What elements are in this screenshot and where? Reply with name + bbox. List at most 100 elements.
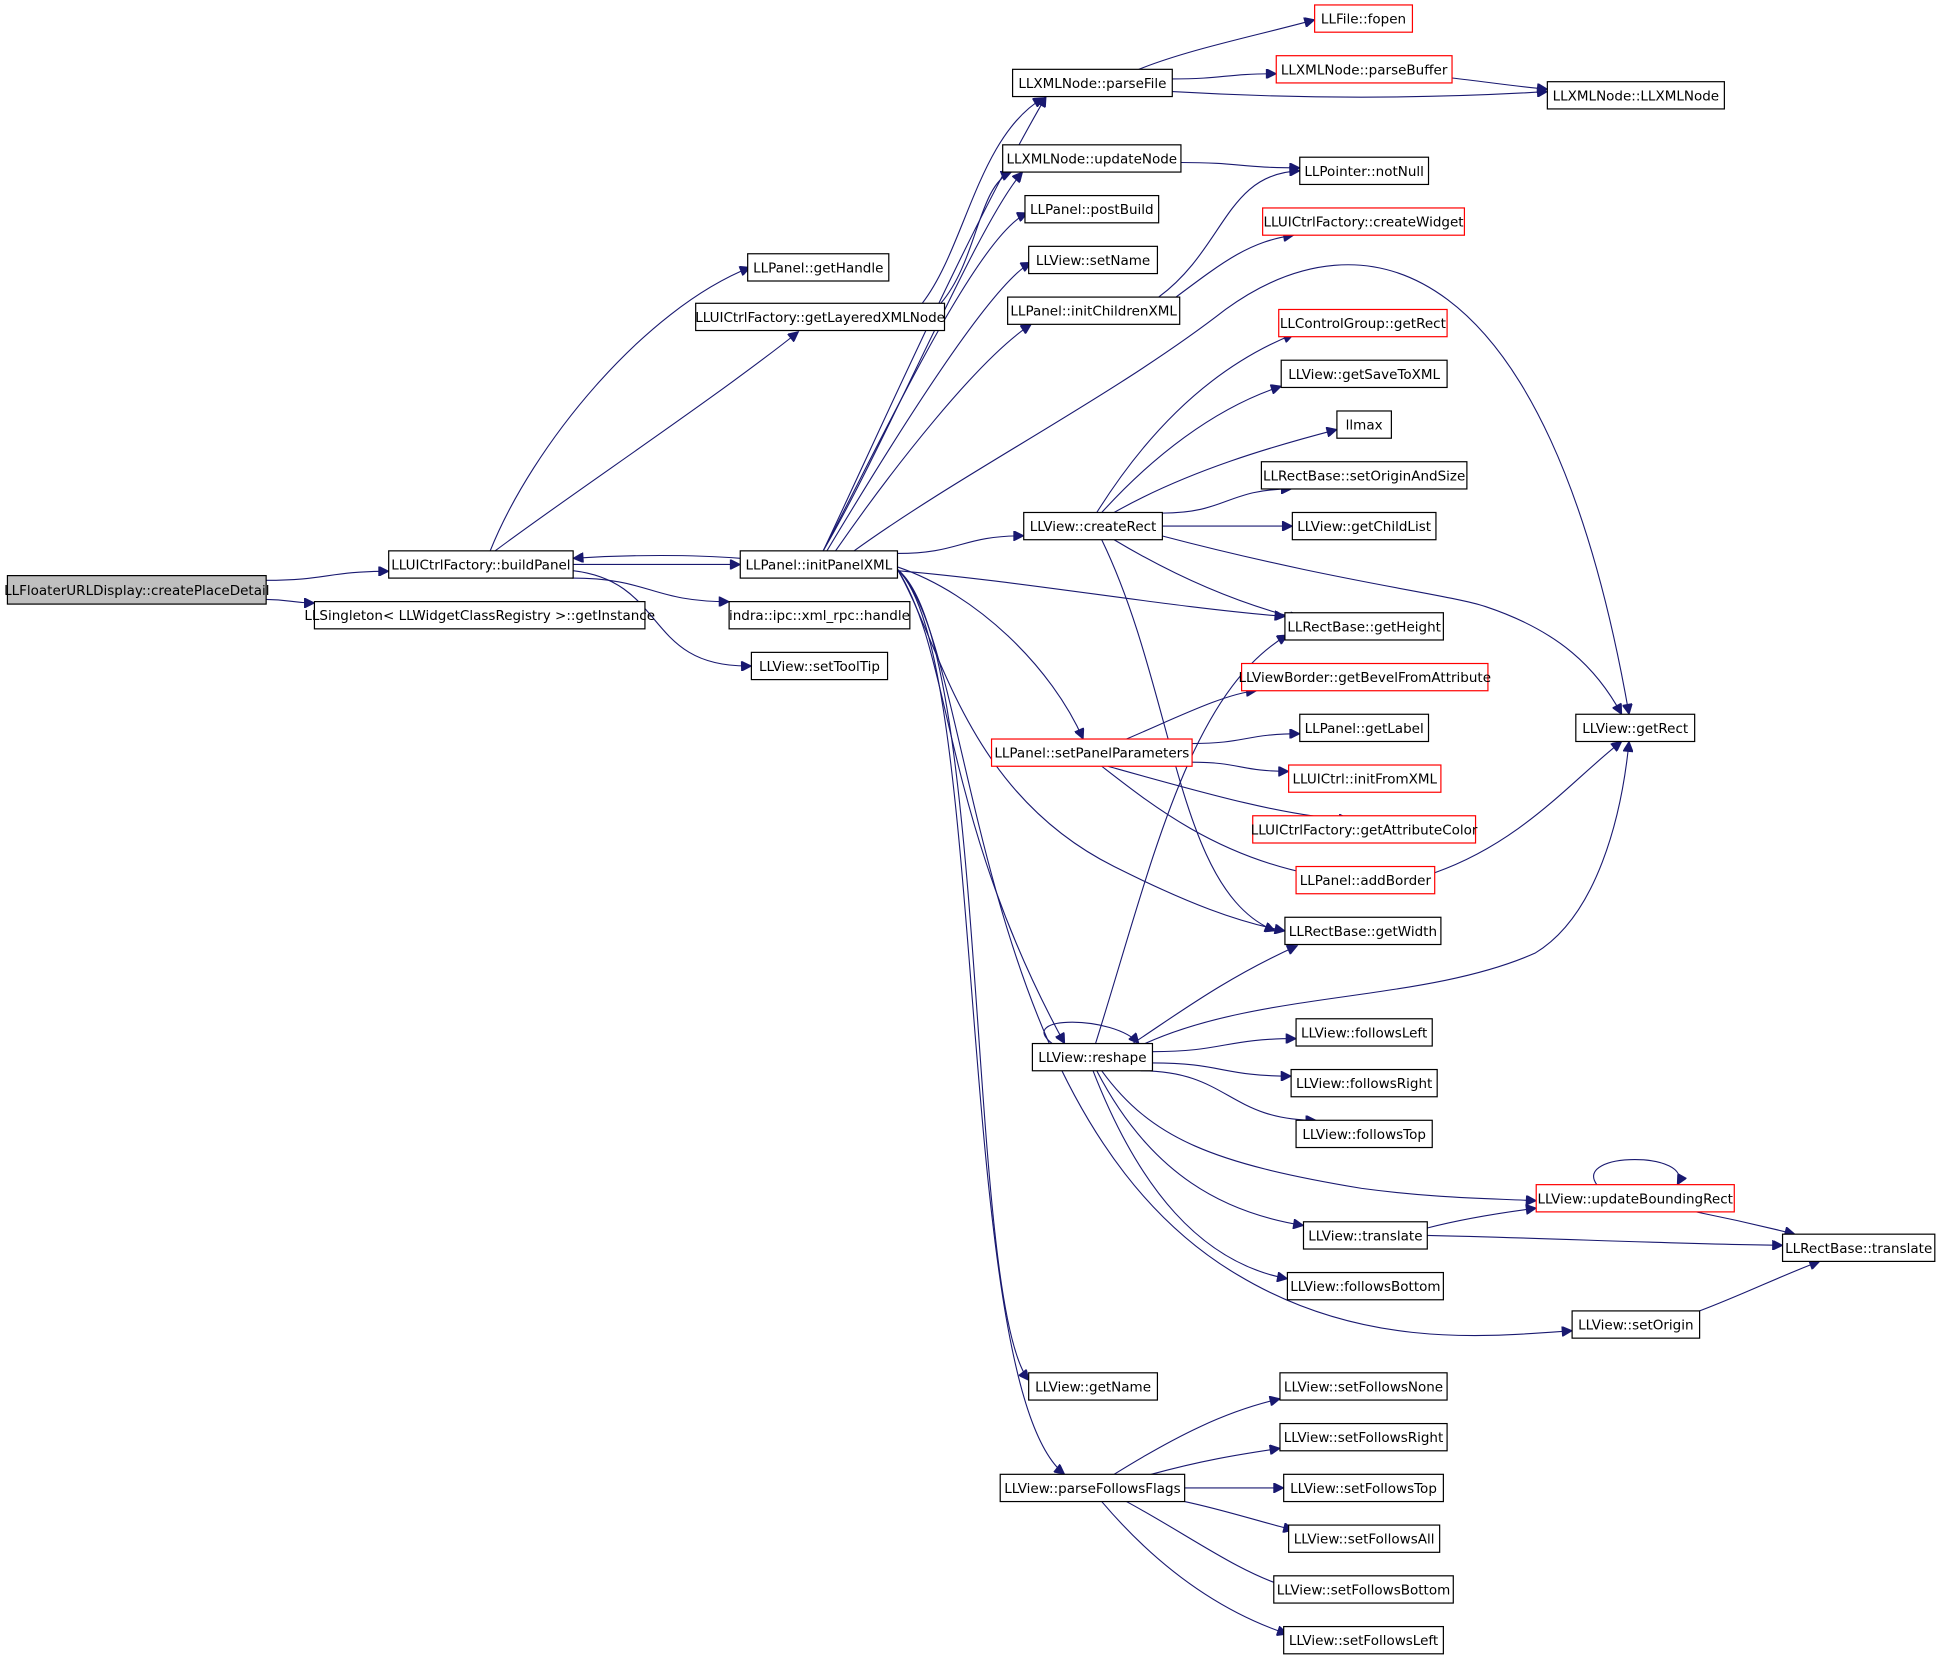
node-label: LLPanel::postBuild [1030, 202, 1154, 218]
node-label: LLUICtrlFactory::getAttributeColor [1251, 822, 1478, 838]
node-postBuild[interactable]: LLPanel::postBuild [1024, 194, 1160, 224]
node-box [990, 738, 1193, 767]
node-followsTop[interactable]: LLView::followsTop [1295, 1119, 1433, 1149]
node-setFollowsTop[interactable]: LLView::setFollowsTop [1283, 1473, 1444, 1503]
node-getChildList[interactable]: LLView::getChildList [1291, 511, 1437, 541]
node-createWidget[interactable]: LLUICtrlFactory::createWidget [1262, 207, 1466, 236]
node-getAttrColor[interactable]: LLUICtrlFactory::getAttributeColor [1251, 815, 1478, 844]
node-box [728, 601, 911, 630]
node-label: LLView::followsBottom [1290, 1279, 1440, 1295]
edge-initPanelXML-to-reshape [897, 569, 1064, 1043]
node-label: LLPanel::setPanelParameters [994, 746, 1189, 762]
node-label: LLPointer::notNull [1304, 164, 1424, 180]
node-followsBottom[interactable]: LLView::followsBottom [1286, 1271, 1444, 1301]
edge-setOrigin-to-rtranslate [1700, 1261, 1820, 1311]
node-box [1575, 713, 1696, 743]
node-xmlnodeCtor[interactable]: LLXMLNode::LLXMLNode [1546, 81, 1725, 110]
node-vtranslate[interactable]: LLView::translate [1302, 1221, 1428, 1250]
node-label: llmax [1346, 418, 1383, 434]
node-box [1314, 4, 1414, 33]
node-parseFile[interactable]: LLXMLNode::parseFile [1011, 68, 1173, 98]
node-parseBuffer[interactable]: LLXMLNode::parseBuffer [1275, 55, 1453, 84]
edge-createRect-to-getSaveToXML [1102, 386, 1281, 512]
node-notNull[interactable]: LLPointer::notNull [1299, 156, 1430, 186]
node-getName[interactable]: LLView::getName [1028, 1372, 1159, 1401]
node-rtranslate[interactable]: LLRectBase::translate [1781, 1233, 1936, 1263]
edge-root-to-getInstance [266, 599, 314, 603]
node-label: LLView::followsRight [1296, 1076, 1432, 1092]
node-getSaveToXML[interactable]: LLView::getSaveToXML [1280, 359, 1448, 389]
node-xmlrpc[interactable]: indra::ipc::xml_rpc::handle [728, 601, 911, 630]
node-getBevel[interactable]: LLViewBorder::getBevelFromAttribute [1238, 662, 1491, 692]
edge-initPanelXML-to-setName [827, 262, 1031, 550]
node-getRect[interactable]: LLView::getRect [1575, 713, 1696, 743]
node-label: LLView::setOrigin [1578, 1318, 1693, 1334]
node-label: LLView::setFollowsLeft [1289, 1633, 1438, 1649]
node-label: LLView::getRect [1582, 721, 1688, 737]
node-setOriginAndSize[interactable]: LLRectBase::setOriginAndSize [1260, 461, 1468, 490]
node-box [1299, 713, 1430, 743]
node-getLabel[interactable]: LLPanel::getLabel [1299, 713, 1430, 743]
node-followsLeft[interactable]: LLView::followsLeft [1295, 1018, 1433, 1047]
node-getLayered[interactable]: LLUICtrlFactory::getLayeredXMLNode [695, 302, 946, 332]
node-label: LLView::setFollowsAll [1294, 1532, 1435, 1548]
node-box [1011, 68, 1173, 98]
node-box [1240, 662, 1489, 692]
node-setPanelParameters[interactable]: LLPanel::setPanelParameters [990, 738, 1193, 767]
node-updateNode[interactable]: LLXMLNode::updateNode [1002, 144, 1182, 173]
node-fopen[interactable]: LLFile::fopen [1314, 4, 1414, 33]
node-label: LLView::setFollowsTop [1290, 1481, 1437, 1497]
node-getHeight[interactable]: LLRectBase::getHeight [1284, 612, 1444, 641]
node-getWidth[interactable]: LLRectBase::getWidth [1284, 916, 1442, 946]
node-buildPanel[interactable]: LLUICtrlFactory::buildPanel [388, 550, 574, 579]
node-box [1283, 1625, 1444, 1655]
node-followsRight[interactable]: LLView::followsRight [1290, 1068, 1438, 1098]
edge-updateBoundingRect-to-updateBoundingRect [1594, 1160, 1680, 1185]
node-setFollowsNone[interactable]: LLView::setFollowsNone [1279, 1372, 1448, 1401]
edge-initPanelXML-to-getWidth [897, 569, 1284, 930]
node-setName[interactable]: LLView::setName [1028, 245, 1159, 275]
node-label: LLView::setFollowsBottom [1277, 1582, 1450, 1598]
node-setToolTip[interactable]: LLView::setToolTip [750, 651, 889, 681]
edge-buildPanel-to-xmlrpc [572, 578, 729, 602]
node-label: LLPanel::getHandle [753, 260, 883, 276]
node-label: LLPanel::initPanelXML [745, 557, 892, 573]
node-getHandle[interactable]: LLPanel::getHandle [747, 253, 890, 282]
node-addBorder[interactable]: LLPanel::addBorder [1295, 865, 1436, 895]
node-box [1781, 1233, 1936, 1263]
node-llmax[interactable]: llmax [1336, 410, 1392, 439]
node-box [388, 550, 574, 579]
node-label: LLView::parseFollowsFlags [1004, 1481, 1180, 1497]
node-setFollowsRight[interactable]: LLView::setFollowsRight [1279, 1422, 1448, 1452]
node-setFollowsAll[interactable]: LLView::setFollowsAll [1288, 1524, 1441, 1553]
node-updateBoundingRect[interactable]: LLView::updateBoundingRect [1535, 1184, 1735, 1213]
edge-createRect-to-llmax [1114, 430, 1337, 513]
edge-initChildrenXML-to-createWidget [1176, 235, 1294, 297]
node-box [739, 550, 899, 579]
node-initPanelXML[interactable]: LLPanel::initPanelXML [739, 550, 899, 579]
node-cgGetRect[interactable]: LLControlGroup::getRect [1278, 308, 1448, 338]
edge-initPanelXML-to-parseFollowsFlags [897, 569, 1064, 1474]
node-initChildrenXML[interactable]: LLPanel::initChildrenXML [1007, 296, 1181, 325]
node-setFollowsLeft[interactable]: LLView::setFollowsLeft [1283, 1625, 1444, 1655]
node-root: LLFloaterURLDisplay::createPlaceDetail [4, 575, 269, 605]
node-label: indra::ipc::xml_rpc::handle [729, 608, 910, 624]
node-parseFollowsFlags[interactable]: LLView::parseFollowsFlags [999, 1473, 1186, 1503]
node-getInstance[interactable]: LLSingleton< LLWidgetClassRegistry >::ge… [304, 601, 655, 630]
edge-parseFollowsFlags-to-setFollowsNone [1114, 1399, 1280, 1475]
node-createRect[interactable]: LLView::createRect [1023, 511, 1163, 541]
node-box [750, 651, 889, 681]
edge-reshape-to-followsLeft [1152, 1039, 1296, 1052]
node-reshape[interactable]: LLView::reshape [1031, 1042, 1154, 1072]
node-box [1275, 55, 1453, 84]
node-label: LLView::followsLeft [1301, 1025, 1427, 1041]
node-initFromXML[interactable]: LLUICtrl::initFromXML [1288, 764, 1442, 793]
node-label: LLView::createRect [1030, 519, 1157, 535]
edge-reshape-to-updateBoundingRect [1102, 1071, 1536, 1201]
edge-parseFile-to-xmlnodeCtor [1172, 92, 1547, 98]
edge-reshape-to-followsBottom [1093, 1071, 1287, 1279]
node-setFollowsBottom[interactable]: LLView::setFollowsBottom [1273, 1575, 1454, 1604]
node-setOrigin[interactable]: LLView::setOrigin [1571, 1310, 1701, 1339]
node-box [1007, 296, 1181, 325]
node-label: LLRectBase::getWidth [1289, 924, 1437, 940]
